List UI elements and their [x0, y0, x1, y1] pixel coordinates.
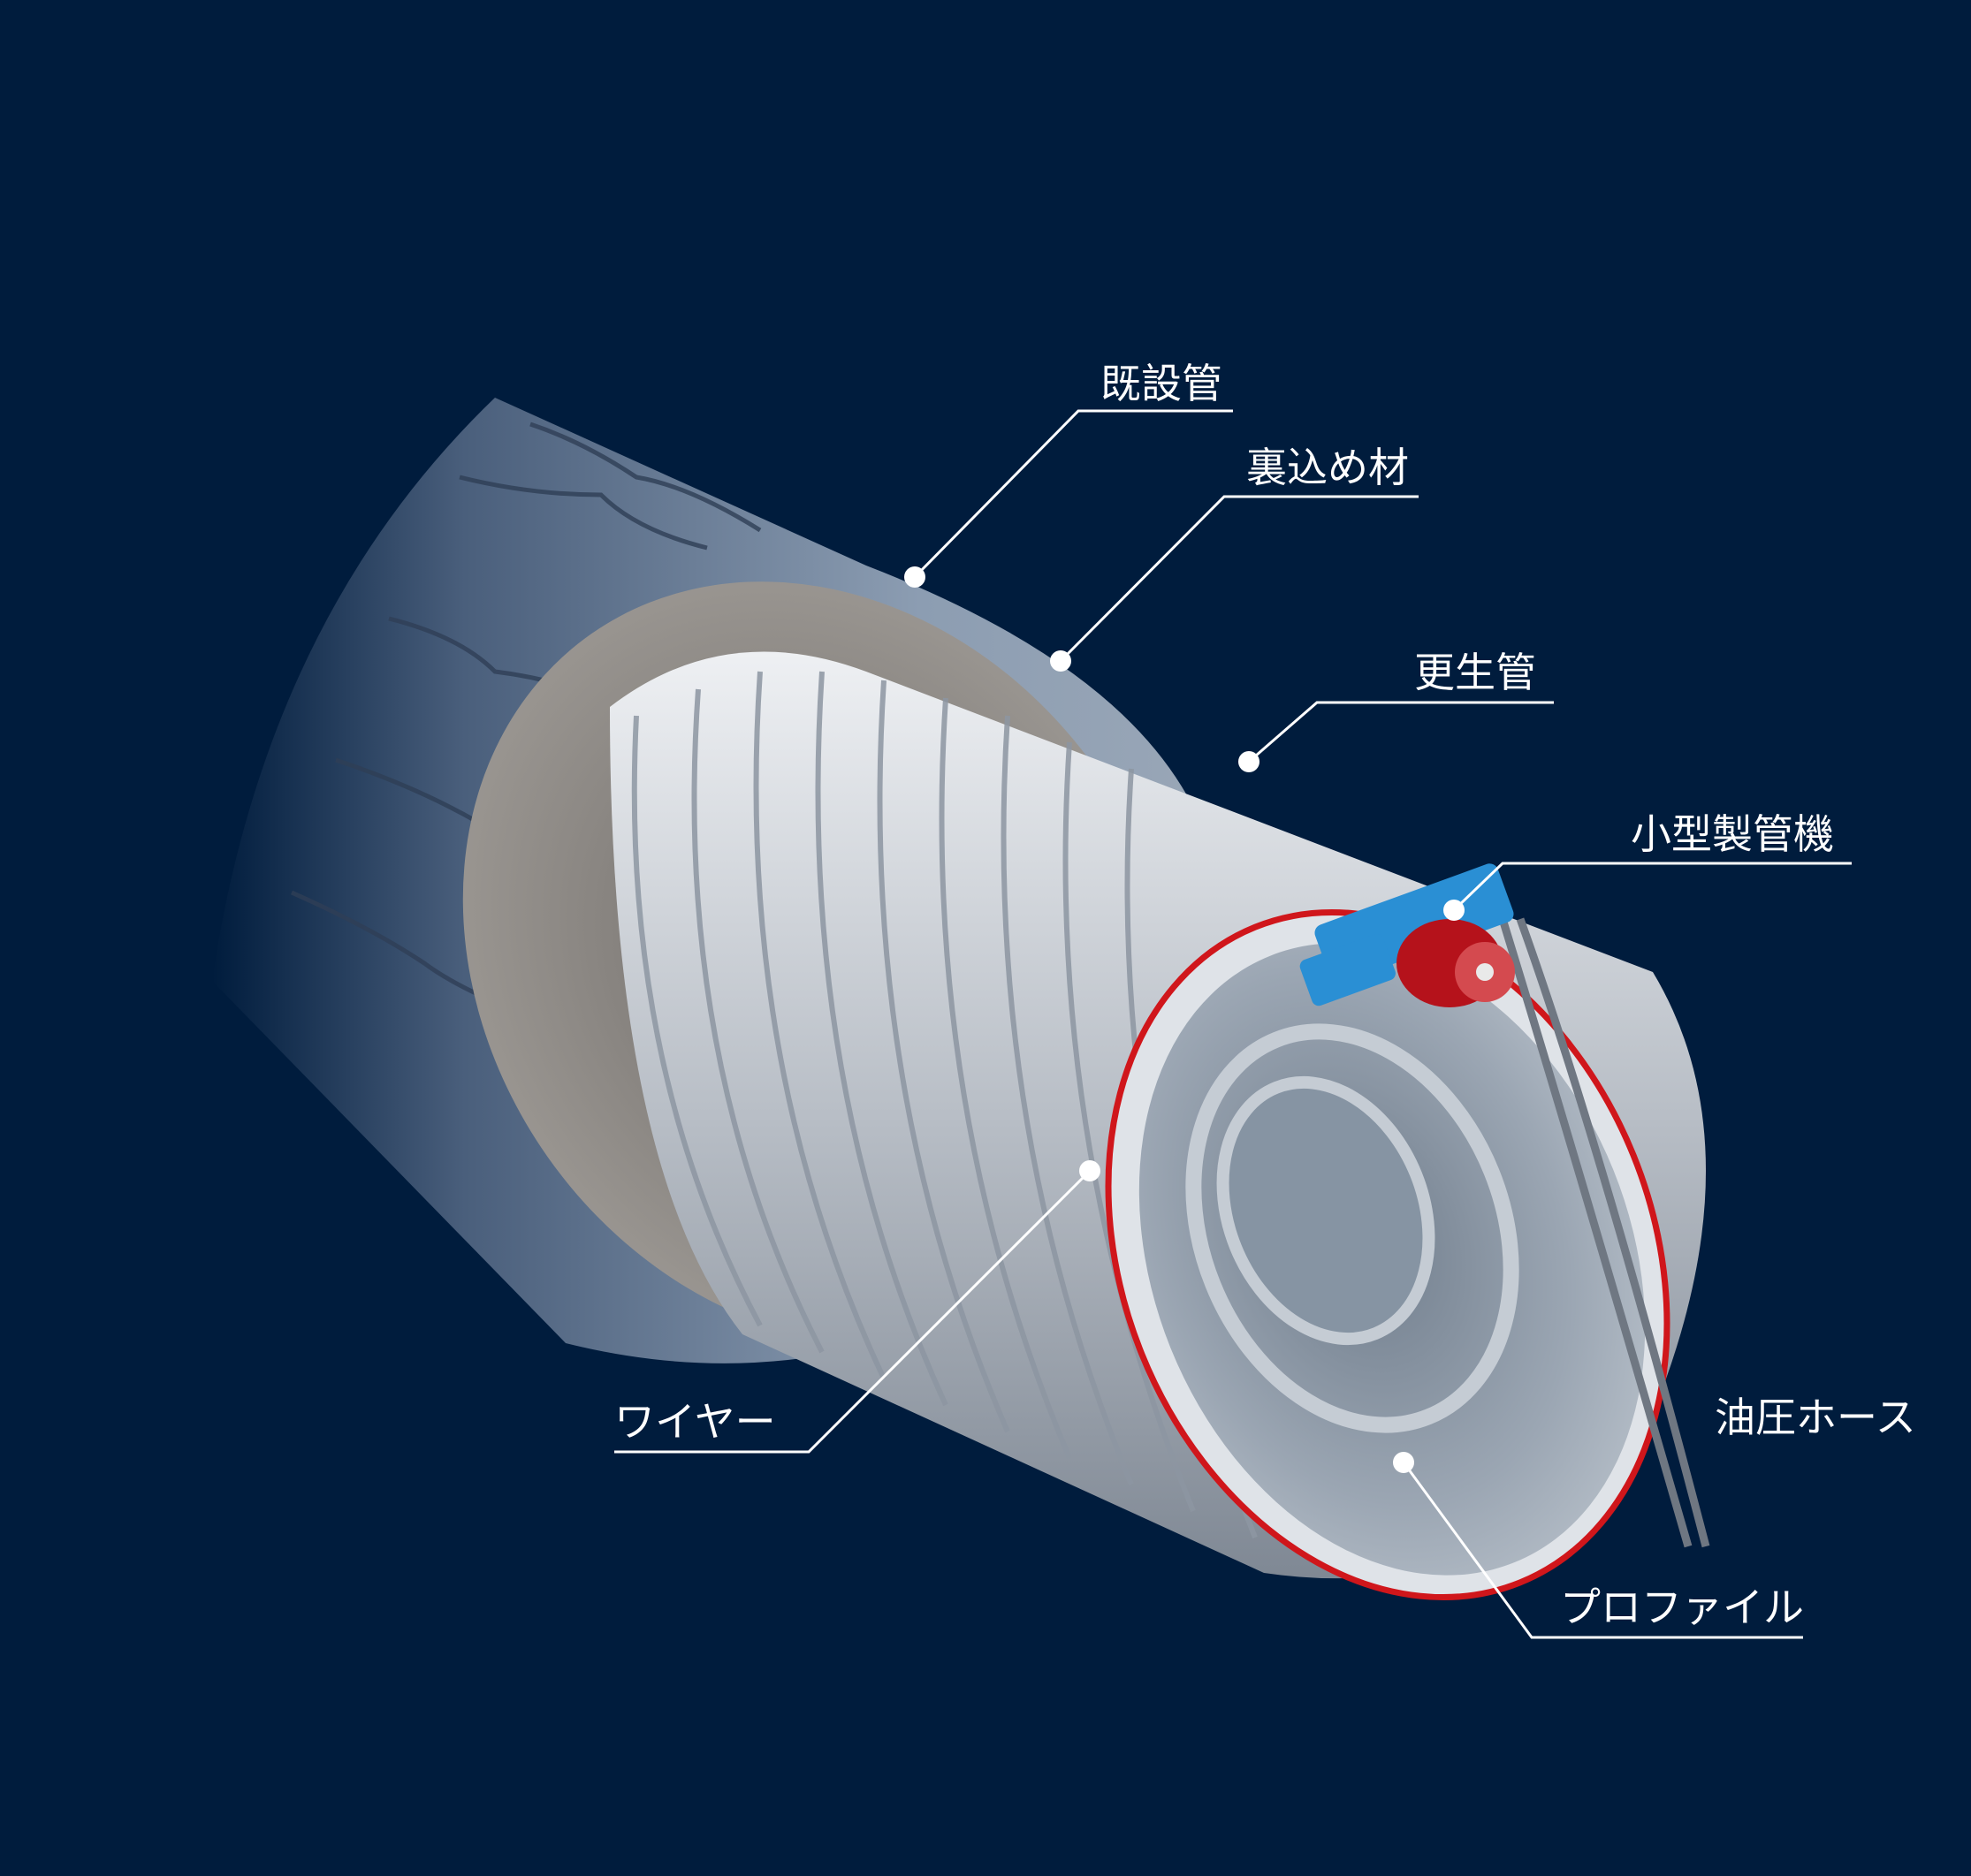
label-wire: ワイヤー	[614, 1398, 776, 1446]
callout-hydraulic-hose: 油圧ホース	[1715, 1394, 1916, 1441]
callout-backfill: 裏込め材	[1050, 444, 1419, 672]
callout-profile: プロファイル	[1393, 1452, 1804, 1639]
callout-rehabilitated-pipe: 更生管	[1238, 649, 1554, 772]
callout-machine: 小型製管機	[1443, 810, 1852, 921]
label-machine: 小型製管機	[1631, 810, 1834, 858]
callout-existing-pipe: 既設管	[904, 360, 1233, 588]
label-rehabilitated-pipe: 更生管	[1414, 649, 1536, 696]
callout-wire: ワイヤー	[614, 1160, 1100, 1454]
label-hydraulic-hose: 油圧ホース	[1715, 1394, 1916, 1441]
label-existing-pipe: 既設管	[1100, 360, 1222, 407]
liner-pipe-illustration	[610, 651, 1710, 1601]
label-backfill: 裏込め材	[1246, 444, 1409, 491]
machine-illustration	[1299, 863, 1515, 1007]
label-profile: プロファイル	[1560, 1584, 1804, 1631]
